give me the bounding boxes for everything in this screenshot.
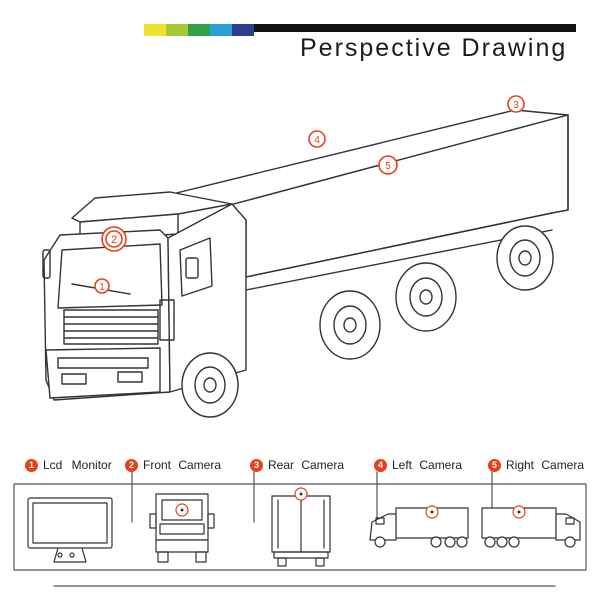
- legend-label: Rear Camera: [268, 458, 345, 472]
- marker-5-label: 5: [385, 161, 391, 172]
- legend-label: Right Camera: [506, 458, 585, 472]
- legend-label: Lcd Monitor: [43, 458, 112, 472]
- legend-item-lcd-monitor: 1 Lcd Monitor: [25, 458, 112, 472]
- marker-4: 4: [308, 130, 326, 148]
- legend-label: Left Camera: [392, 458, 463, 472]
- thumb-right-camera: [481, 505, 581, 548]
- page-title: Perspective Drawing: [300, 34, 568, 62]
- thumb-left-camera: [369, 505, 469, 548]
- stripe-light-green: [166, 24, 188, 36]
- thumb-rear-camera: [271, 487, 331, 567]
- thumb-lcd-monitor: [27, 497, 113, 563]
- marker-5: 5: [378, 155, 398, 175]
- stripe-yellow: [144, 24, 166, 36]
- stripe-navy: [232, 24, 254, 36]
- stripe-black: [254, 24, 576, 32]
- marker-3-label: 3: [513, 100, 519, 111]
- legend-badge: 1: [25, 458, 38, 472]
- color-stripe-bar: [144, 20, 576, 38]
- legend-badge: 2: [125, 458, 138, 472]
- legend-item-rear-camera: 3 Rear Camera: [250, 458, 344, 472]
- callout-markers: 1 2 3 4 5: [94, 95, 525, 294]
- marker-3: 3: [507, 95, 525, 113]
- legend-badge: 3: [250, 458, 263, 472]
- marker-1-label: 1: [99, 282, 105, 293]
- marker-1: 1: [94, 278, 110, 294]
- legend-label: Front Camera: [143, 458, 222, 472]
- marker-2-label: 2: [111, 234, 117, 246]
- stripe-green: [188, 24, 210, 36]
- thumb-front-camera: [149, 493, 215, 563]
- marker-4-label: 4: [314, 135, 320, 146]
- legend-badge: 5: [488, 458, 501, 472]
- legend-badge: 4: [374, 458, 387, 472]
- truck-cab: [42, 191, 247, 418]
- rear-wheels: [319, 225, 554, 360]
- stripe-blue: [210, 24, 232, 36]
- legend-item-front-camera: 2 Front Camera: [125, 458, 221, 472]
- marker-2: 2: [101, 226, 127, 252]
- legend-item-left-camera: 4 Left Camera: [374, 458, 462, 472]
- legend-item-right-camera: 5 Right Camera: [488, 458, 584, 472]
